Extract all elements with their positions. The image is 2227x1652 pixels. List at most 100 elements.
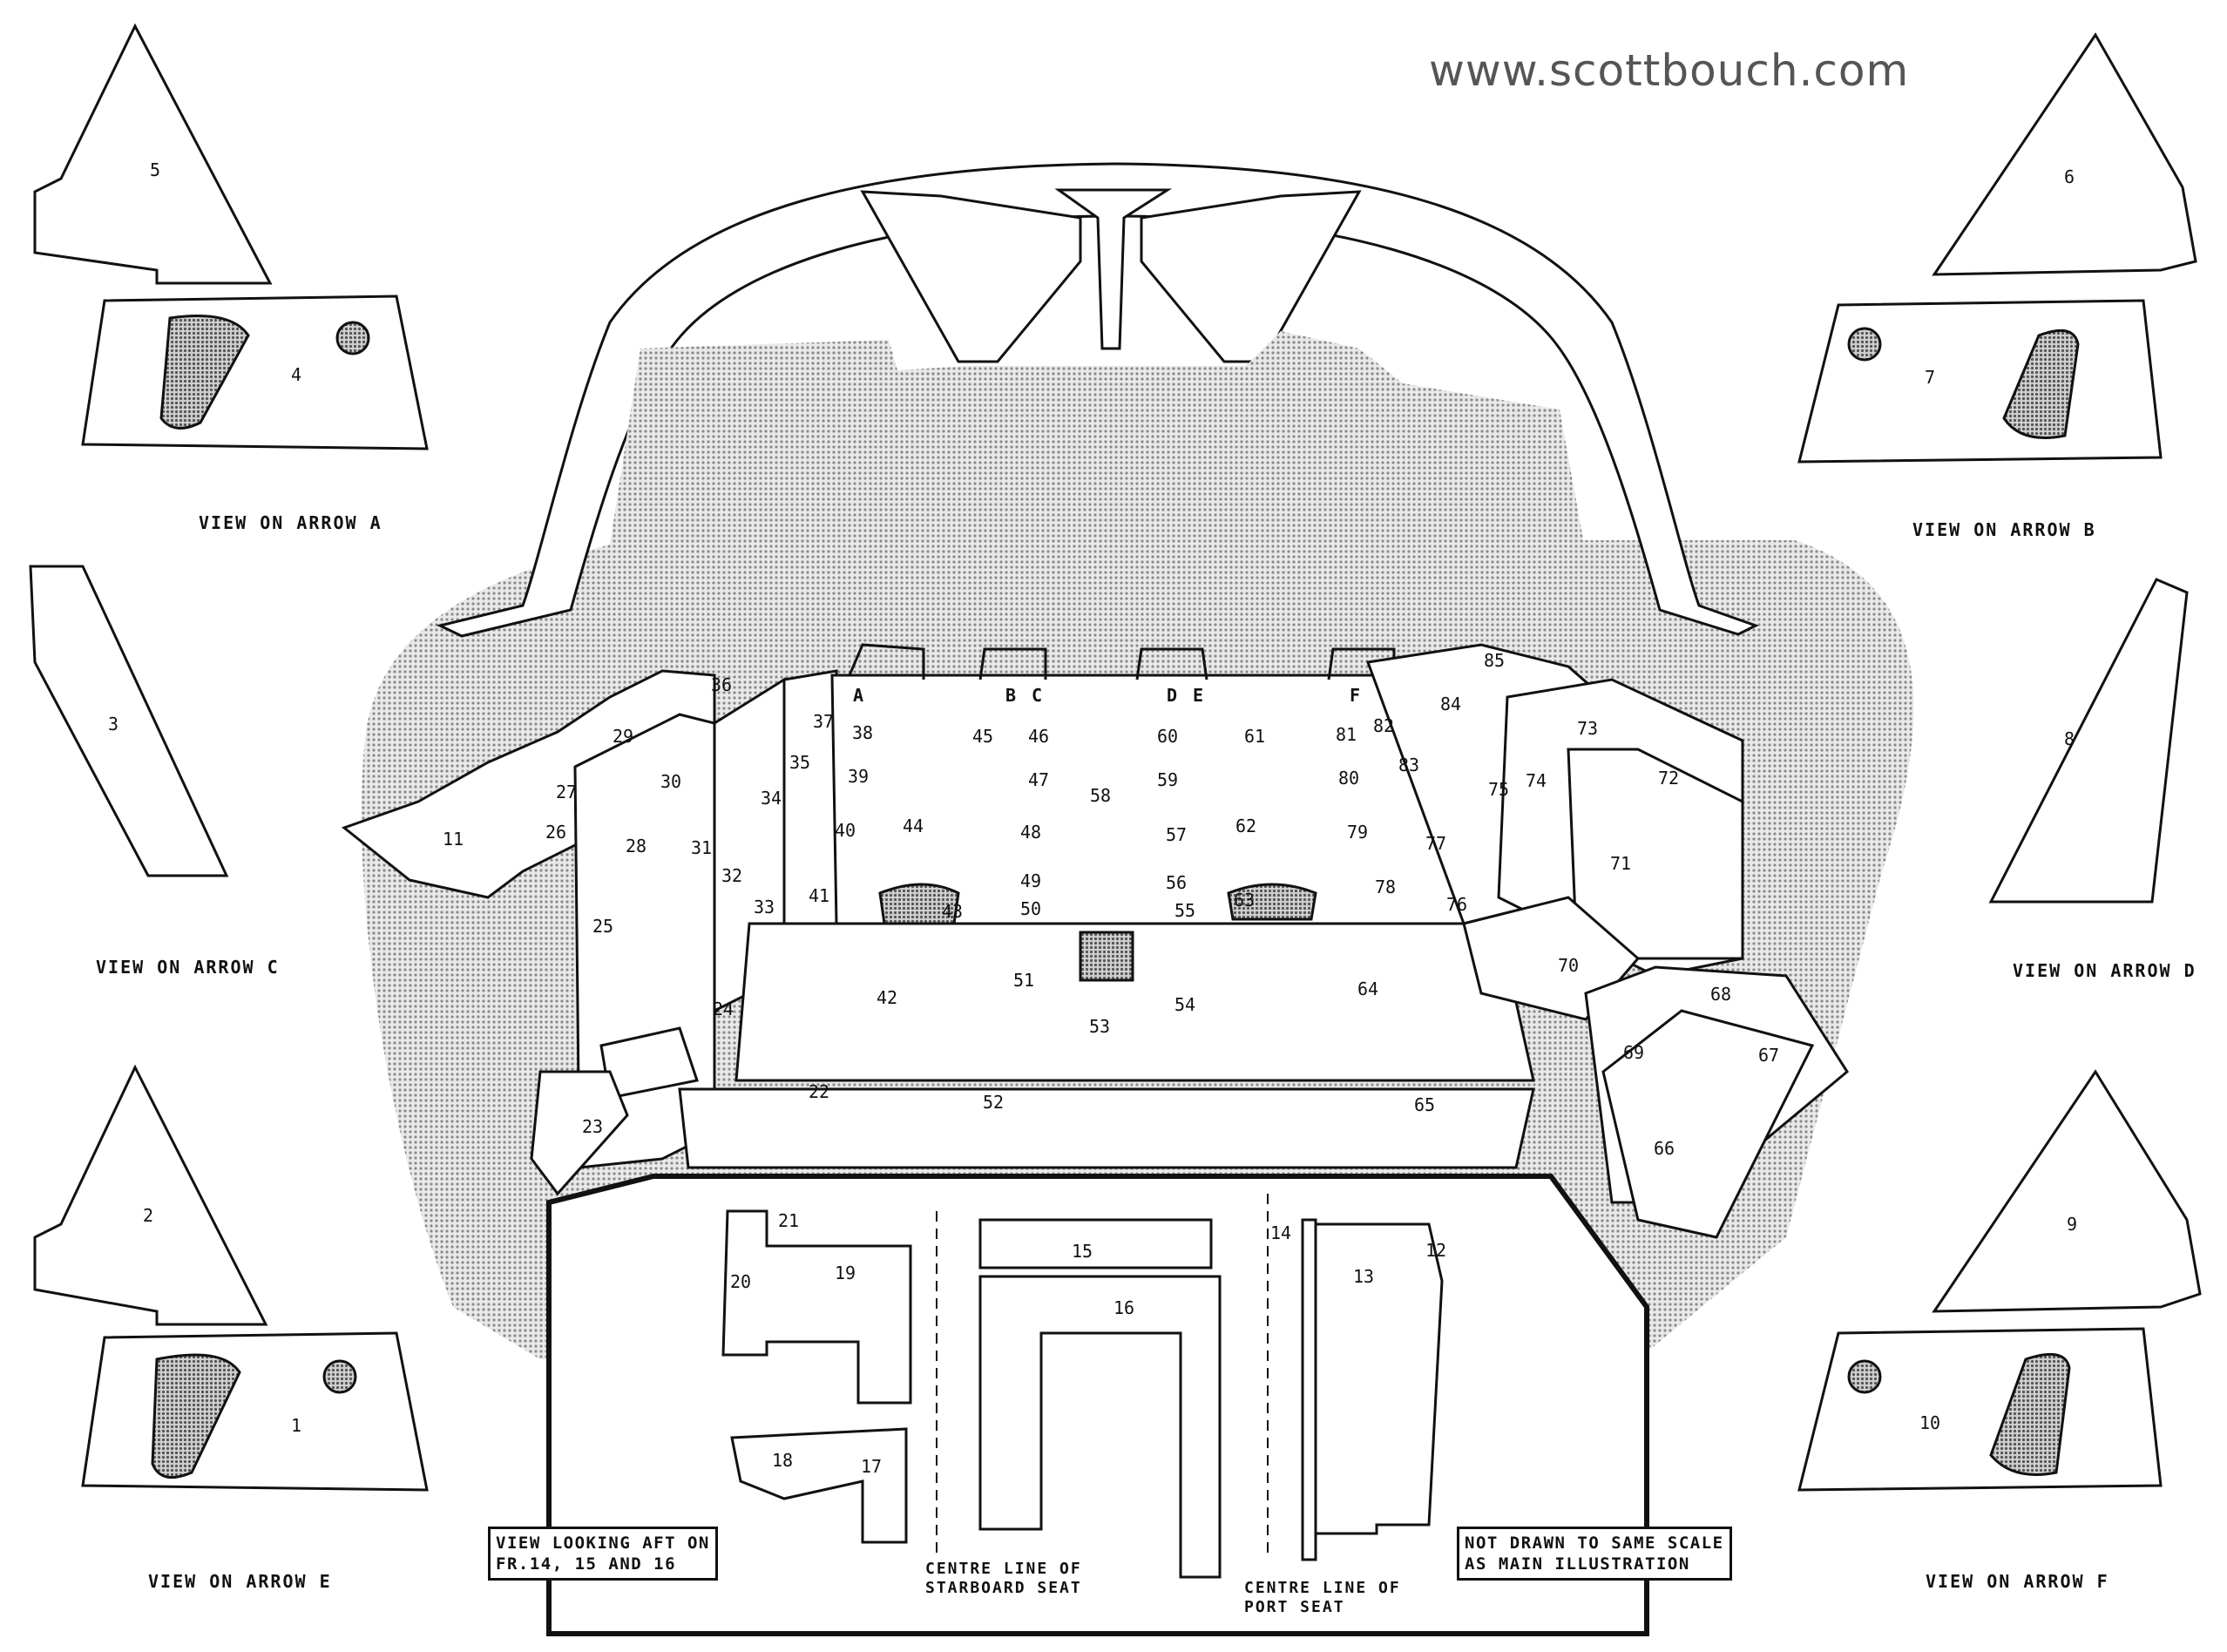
arrow-letter-E: E	[1193, 685, 1203, 706]
part-number-3: 3	[108, 714, 118, 735]
arrow-letter-C: C	[1032, 685, 1042, 706]
part-number-17: 17	[861, 1456, 882, 1477]
arrow-letter-D: D	[1167, 685, 1177, 706]
part-number-5: 5	[150, 159, 160, 180]
panel-7	[1797, 299, 2163, 464]
panel-2	[33, 1064, 268, 1326]
caption-view-arrow-d: VIEW ON ARROW D	[2013, 960, 2197, 981]
part-number-64: 64	[1357, 978, 1378, 999]
part-number-32: 32	[721, 865, 742, 886]
part-number-34: 34	[761, 788, 782, 809]
part-number-66: 66	[1654, 1138, 1675, 1159]
panel-1	[81, 1331, 429, 1492]
part-number-27: 27	[556, 782, 577, 802]
part-number-43: 43	[942, 901, 963, 922]
part-number-41: 41	[809, 885, 829, 906]
panel-3	[29, 565, 229, 877]
part-number-77: 77	[1425, 833, 1446, 854]
panel-5	[33, 23, 273, 285]
part-number-55: 55	[1174, 900, 1195, 921]
panel-6	[1932, 32, 2197, 276]
part-number-60: 60	[1157, 726, 1178, 747]
part-number-29: 29	[613, 726, 633, 747]
part-number-49: 49	[1020, 870, 1041, 891]
part-number-7: 7	[1925, 367, 1935, 388]
arrow-letter-F: F	[1350, 685, 1360, 706]
inset-caption-box: VIEW LOOKING AFT ON FR.14, 15 AND 16	[488, 1527, 718, 1581]
part-number-56: 56	[1166, 872, 1187, 893]
part-number-83: 83	[1398, 755, 1419, 775]
part-number-74: 74	[1526, 770, 1547, 791]
part-number-30: 30	[660, 771, 681, 792]
part-number-78: 78	[1375, 877, 1396, 897]
panel-4	[81, 295, 429, 450]
part-number-62: 62	[1235, 816, 1256, 836]
watermark-url[interactable]: www.scottbouch.com	[1429, 45, 1910, 96]
part-number-16: 16	[1114, 1297, 1134, 1318]
part-number-76: 76	[1446, 894, 1467, 915]
part-number-52: 52	[983, 1092, 1004, 1113]
part-number-79: 79	[1347, 822, 1368, 843]
part-number-57: 57	[1166, 824, 1187, 845]
part-number-1: 1	[291, 1415, 301, 1436]
part-number-85: 85	[1484, 650, 1505, 671]
part-number-63: 63	[1234, 890, 1255, 911]
part-number-61: 61	[1244, 726, 1265, 747]
forward-bulkhead	[678, 643, 1535, 1169]
part-number-14: 14	[1270, 1222, 1291, 1243]
part-number-19: 19	[835, 1263, 856, 1283]
part-number-50: 50	[1020, 898, 1041, 919]
part-number-10: 10	[1919, 1412, 1940, 1433]
panel-10	[1797, 1327, 2163, 1492]
inset-parts	[721, 1194, 1444, 1579]
part-number-71: 71	[1610, 853, 1631, 874]
part-number-81: 81	[1336, 724, 1357, 745]
part-number-42: 42	[877, 987, 897, 1008]
part-number-72: 72	[1658, 768, 1679, 789]
caption-view-arrow-e: VIEW ON ARROW E	[148, 1571, 332, 1592]
right-console	[1365, 643, 1849, 1239]
part-number-24: 24	[713, 999, 734, 1019]
part-number-2: 2	[143, 1205, 153, 1226]
part-number-45: 45	[972, 726, 993, 747]
part-number-75: 75	[1488, 779, 1509, 800]
part-number-73: 73	[1577, 718, 1598, 739]
part-number-4: 4	[291, 364, 301, 385]
part-number-8: 8	[2064, 728, 2075, 749]
part-number-37: 37	[813, 711, 834, 732]
part-number-25: 25	[592, 916, 613, 937]
part-number-38: 38	[852, 722, 873, 743]
part-number-68: 68	[1710, 984, 1731, 1005]
caption-view-arrow-b: VIEW ON ARROW B	[1912, 519, 2096, 540]
part-number-40: 40	[835, 820, 856, 841]
part-number-59: 59	[1157, 769, 1178, 790]
panel-9	[1932, 1069, 2202, 1313]
part-number-26: 26	[545, 822, 566, 843]
scale-note-box: NOT DRAWN TO SAME SCALE AS MAIN ILLUSTRA…	[1457, 1527, 1732, 1581]
caption-view-arrow-a: VIEW ON ARROW A	[199, 512, 382, 533]
part-number-67: 67	[1758, 1045, 1779, 1066]
part-number-31: 31	[691, 837, 712, 858]
arrow-letter-A: A	[853, 685, 863, 706]
part-number-69: 69	[1623, 1042, 1644, 1063]
part-number-21: 21	[778, 1210, 799, 1231]
part-number-51: 51	[1013, 970, 1034, 991]
part-number-28: 28	[626, 836, 646, 856]
part-number-15: 15	[1072, 1241, 1093, 1262]
part-number-80: 80	[1338, 768, 1359, 789]
starboard-seat-label: CENTRE LINE OF STARBOARD SEAT	[925, 1560, 1082, 1597]
part-number-82: 82	[1373, 715, 1394, 736]
canopy-frame	[436, 162, 1759, 638]
part-number-44: 44	[903, 816, 924, 836]
part-number-36: 36	[711, 674, 732, 695]
part-number-48: 48	[1020, 822, 1041, 843]
part-number-35: 35	[789, 752, 810, 773]
part-number-22: 22	[809, 1081, 829, 1102]
panel-8	[1988, 578, 2189, 904]
part-number-58: 58	[1090, 785, 1111, 806]
part-number-12: 12	[1425, 1240, 1446, 1261]
